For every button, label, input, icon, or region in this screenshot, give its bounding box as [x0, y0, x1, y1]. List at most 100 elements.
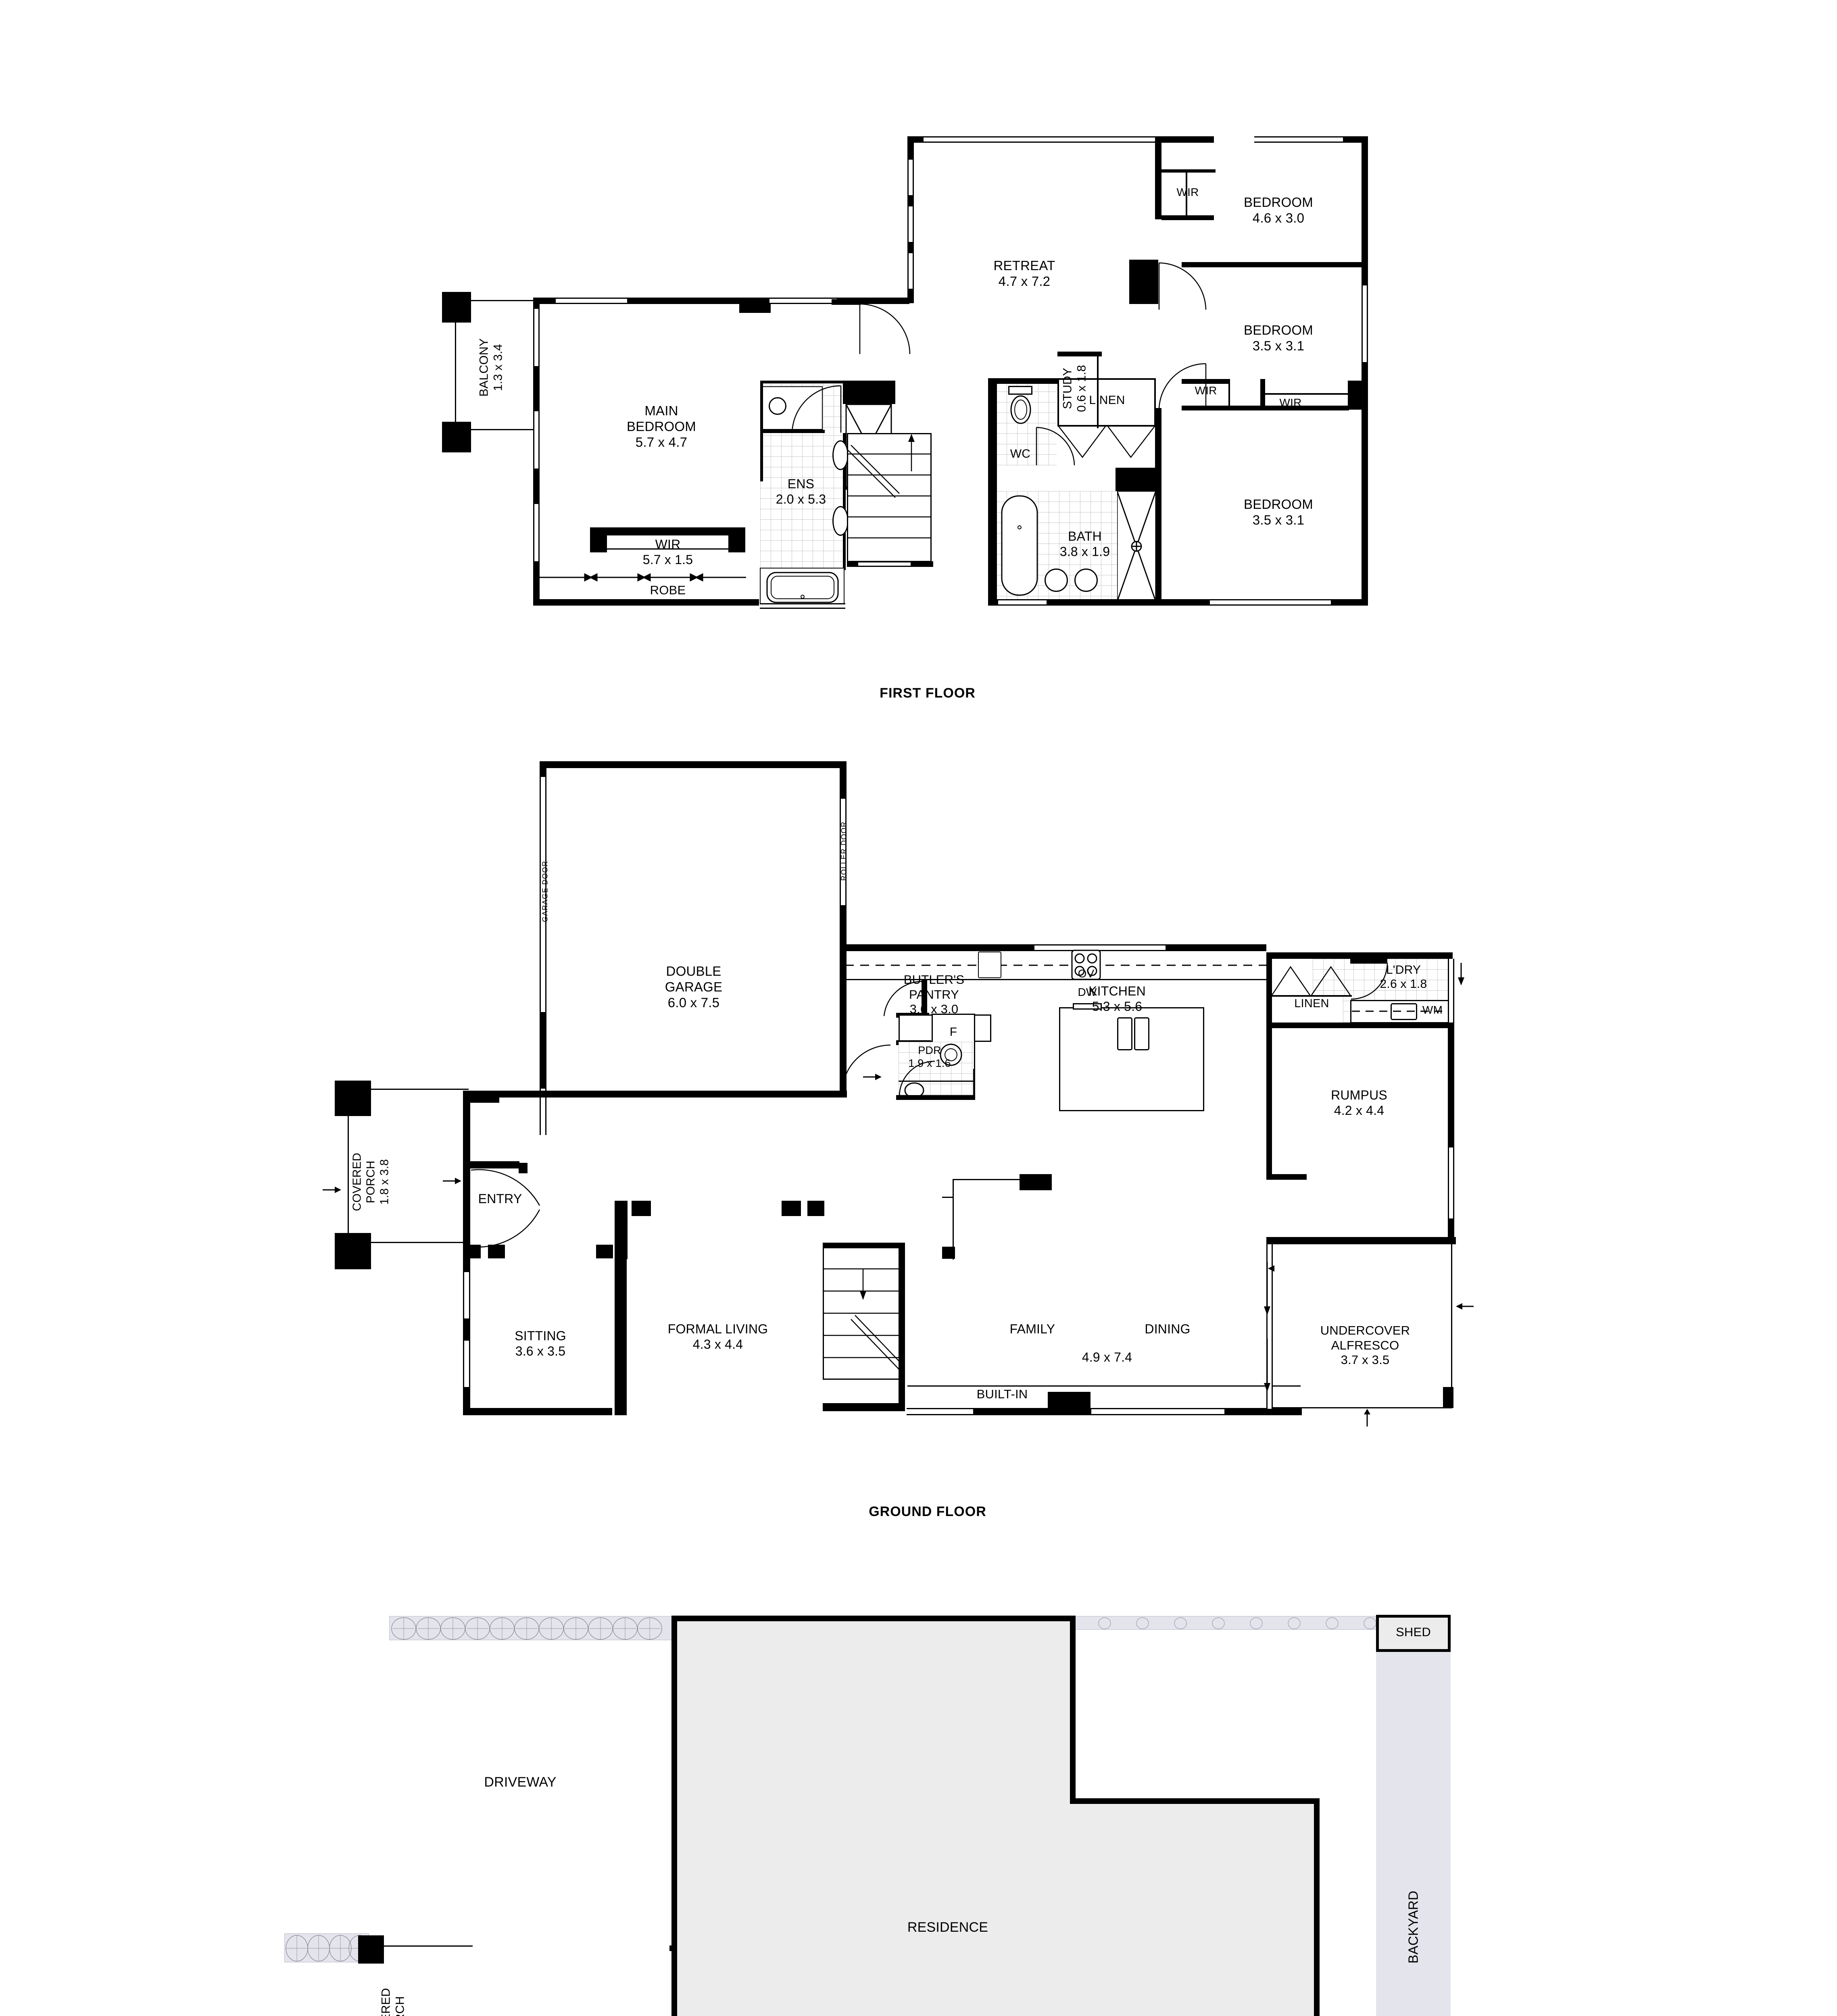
room-label-formal-living: FORMAL LIVING 4.3 x 4.4 — [667, 1322, 768, 1352]
retreat-door-arc — [859, 303, 911, 354]
room-label-balcony: BALCONY 1.3 x 3.4 — [477, 338, 505, 397]
alfresco-bottom-edge — [1273, 1407, 1452, 1408]
label-wir-right: WIR — [1279, 396, 1302, 409]
kitchen-sink — [978, 952, 1001, 978]
pier-formal-3 — [632, 1201, 651, 1216]
wall-rumpus-right-2 — [1448, 1218, 1454, 1243]
window-mainbed-top-1 — [556, 298, 628, 304]
wall-retreat-left-3 — [907, 242, 914, 254]
pdr-bottom-wall — [896, 1095, 975, 1100]
linen-box-top — [1057, 378, 1156, 380]
room-label-rumpus: RUMPUS 4.2 x 4.4 — [1331, 1088, 1387, 1118]
linen-box-right — [1154, 378, 1156, 427]
label-built-in: BUILT-IN — [976, 1387, 1028, 1401]
ens-basin-3 — [832, 506, 849, 536]
stair-gf-top-wall — [823, 1243, 905, 1248]
wall-right-outer-3 — [1362, 408, 1368, 606]
ldry-door-arrow — [1458, 963, 1464, 985]
wall-bed1-left — [1155, 136, 1161, 219]
label-entry: ENTRY — [478, 1191, 522, 1206]
pier-sitting-2 — [488, 1245, 505, 1258]
wall-linen-gf-left — [1266, 954, 1272, 1025]
backyard-area — [1376, 1616, 1451, 2016]
family-feature-wall-line — [953, 1179, 1021, 1180]
room-label-study: STUDY 0.6 x 1.8 — [1061, 364, 1088, 412]
bath-basin-2 — [1074, 569, 1098, 592]
ldry-door-arc — [1351, 962, 1388, 1000]
bath-left-wall — [988, 468, 997, 605]
garage-internal-door-arc — [841, 1044, 891, 1094]
label-oven: OV — [1078, 967, 1095, 980]
room-label-bedroom-2: BEDROOM 3.5 x 3.1 — [1244, 323, 1313, 353]
room-label-bedroom-1: BEDROOM 4.6 x 3.0 — [1244, 195, 1313, 225]
alfresco-arrow-right — [1456, 1303, 1474, 1310]
ens-wall-right — [843, 433, 846, 570]
shower-top-wall — [843, 381, 895, 404]
wall-retreat-left — [907, 136, 914, 160]
window-bed2-right — [1362, 285, 1368, 364]
room-label-bath: BATH 3.8 x 1.9 — [1059, 529, 1110, 559]
wall-wir-right-top — [1260, 379, 1265, 410]
wall-alfresco-top — [1266, 1237, 1456, 1244]
wc-left-wall — [988, 381, 997, 468]
wall-wir-mid-bottom — [1182, 406, 1262, 410]
shed-outline — [1376, 1615, 1451, 1652]
family-feature-wall-line2 — [953, 1179, 954, 1260]
site-label-residence: RESIDENCE — [907, 1920, 988, 1935]
wall-garage-left-top — [540, 761, 546, 777]
wall-ldry-top — [1266, 952, 1453, 959]
wc-toilet-bowl — [1010, 395, 1031, 424]
wall-butlers-right — [922, 980, 927, 1015]
room-label-sitting: SITTING 3.6 x 3.5 — [515, 1329, 566, 1358]
label-washing-machine: WM — [1422, 1004, 1443, 1016]
room-label-kitchen: KITCHEN 5.3 x 5.6 — [1088, 984, 1146, 1014]
family-feature-wall-line3 — [942, 1197, 953, 1198]
wall-mainbed-top-2 — [627, 298, 739, 304]
wall-bed1-top — [1161, 136, 1214, 143]
balcony-pier-bottom — [442, 422, 471, 452]
wall-right-outer-2 — [1362, 362, 1368, 383]
first-floor-plan: BALCONY 1.3 x 3.4 MAIN BEDROOM 5.7 x 4.7… — [0, 0, 1837, 710]
site-porch-rail-top — [368, 1945, 473, 1947]
label-robe: ROBE — [650, 583, 686, 597]
room-label-wir-main: WIR 5.7 x 1.5 — [642, 537, 693, 567]
ens-wall-vanity-btm — [760, 430, 825, 433]
wall-bed3-left — [1155, 408, 1161, 606]
wall-ldry-bottom — [1266, 1023, 1454, 1028]
wall-bed1-top-right — [1343, 136, 1367, 143]
builtin-pier — [1048, 1392, 1091, 1415]
linen-box-left — [1057, 378, 1059, 427]
wc-tile-floor — [996, 381, 1057, 466]
window-ldry-right — [1448, 959, 1454, 1023]
linen-gf-box-top — [1271, 995, 1352, 997]
wall-rumpus-right — [1448, 1023, 1454, 1149]
wall-rumpus-left-stub — [1266, 1174, 1307, 1180]
bathtub-main — [1001, 495, 1038, 596]
ens-basin — [769, 397, 786, 415]
window-mainbed-top-2 — [769, 298, 838, 304]
robe-top-bar — [590, 527, 745, 535]
window-garage-left — [540, 1089, 546, 1135]
ground-stair-treads — [823, 1268, 904, 1370]
pdr-basin — [940, 1043, 962, 1066]
label-wir-mid: WIR — [1195, 384, 1217, 397]
window-mainbed-left-3 — [533, 504, 540, 562]
room-label-family: FAMILY — [1009, 1322, 1055, 1336]
builtin-ledge — [907, 1385, 1301, 1387]
wall-formal-right — [615, 1254, 627, 1415]
room-label-butlers-pantry: BUTLER'S PANTRY 3.6 x 3.0 — [903, 973, 965, 1016]
ens-door-arc — [791, 385, 842, 433]
label-dining-dims: 4.9 x 7.4 — [1082, 1350, 1132, 1364]
room-label-main-bedroom: MAIN BEDROOM 5.7 x 4.7 — [627, 403, 696, 450]
balcony-pier-top — [442, 292, 471, 323]
window-bed1-top — [1254, 136, 1347, 143]
window-rumpus-right — [1448, 1148, 1454, 1221]
wall-sitting-left-3 — [463, 1387, 470, 1411]
room-label-ldry: L'DRY 2.6 x 1.8 — [1380, 963, 1427, 991]
study-top-wall — [1057, 352, 1102, 356]
family-feature-pier-2 — [942, 1247, 955, 1259]
window-bed3-bottom — [1210, 599, 1331, 606]
wc-door-arc — [1036, 427, 1075, 466]
wall-entry-top — [463, 1091, 470, 1167]
entry-door-arrow — [443, 1178, 461, 1184]
